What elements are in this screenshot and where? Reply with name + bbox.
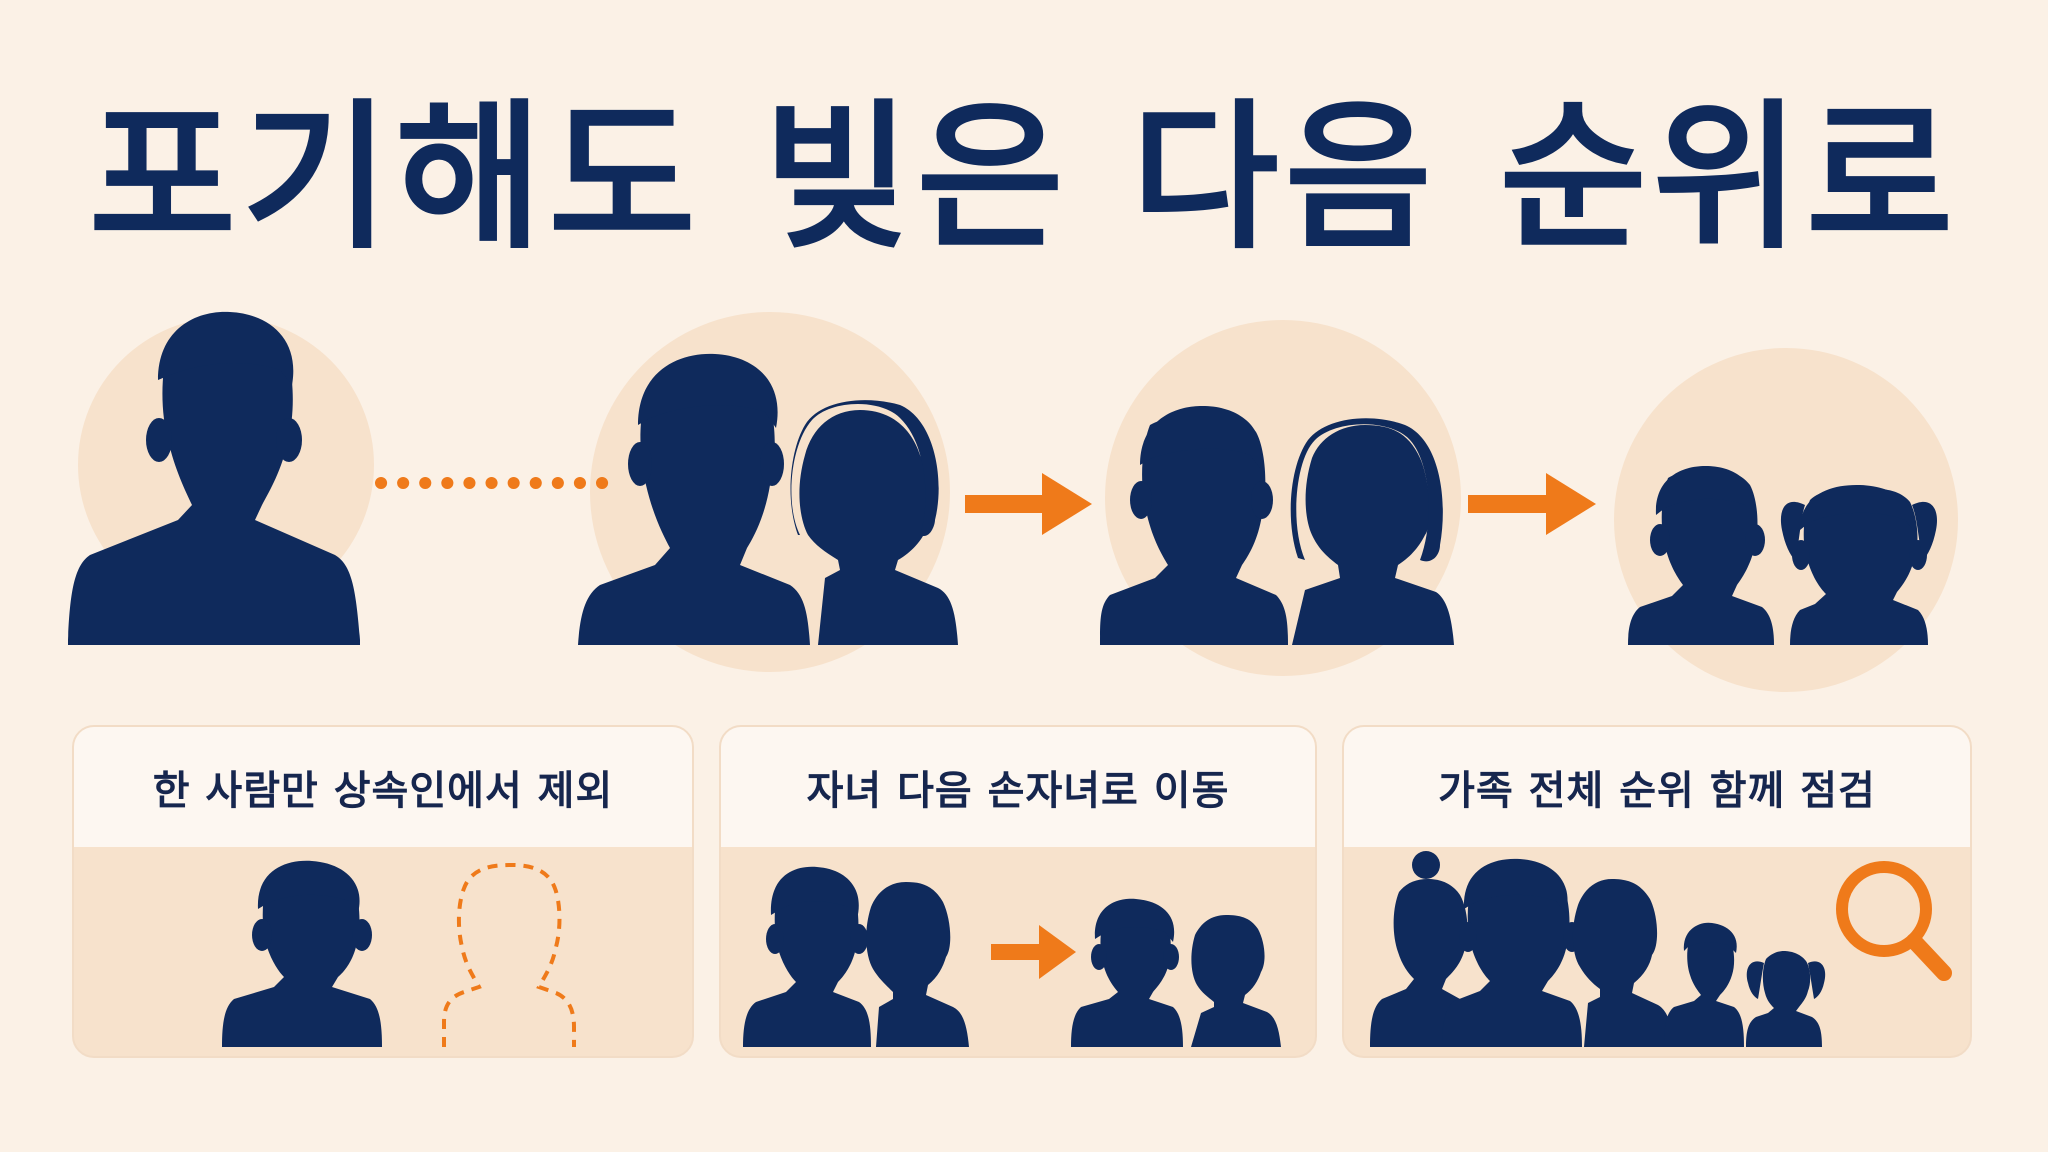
arrow-right-icon xyxy=(991,925,1076,979)
info-card-review: 가족 전체 순위 함께 점검 xyxy=(1342,725,1972,1058)
info-card-exclusion: 한 사람만 상속인에서 제외 xyxy=(72,725,694,1058)
card-label: 가족 전체 순위 함께 점검 xyxy=(1344,727,1970,847)
arrow-right-icon xyxy=(965,473,1092,535)
woman-silhouette-icon xyxy=(1290,418,1454,645)
info-card-transfer: 자녀 다음 손자녀로 이동 xyxy=(719,725,1317,1058)
man-silhouette-icon xyxy=(578,353,810,645)
couple-icon xyxy=(743,866,969,1047)
girl-silhouette-icon xyxy=(1780,484,1937,645)
children-icon xyxy=(1071,898,1281,1047)
inheritance-flow-illustration xyxy=(68,311,1958,692)
page-title: 포기해도 빚은 다음 순위로 xyxy=(88,84,1960,271)
magnifier-icon xyxy=(1836,861,1952,981)
arrow-right-icon xyxy=(1468,473,1596,535)
person-icon xyxy=(222,860,382,1047)
family-icon xyxy=(1370,851,1826,1047)
removed-person-outline-icon xyxy=(442,862,576,1047)
card-illustration xyxy=(743,866,1281,1047)
man-silhouette-icon xyxy=(68,311,360,645)
card-illustration xyxy=(222,860,576,1047)
card-label: 한 사람만 상속인에서 제외 xyxy=(74,727,692,847)
card-label: 자녀 다음 손자녀로 이동 xyxy=(721,727,1315,847)
man-silhouette-icon xyxy=(1100,405,1288,645)
boy-silhouette-icon xyxy=(1628,465,1774,645)
woman-silhouette-icon xyxy=(790,400,958,645)
card-illustration xyxy=(1370,851,1952,1047)
